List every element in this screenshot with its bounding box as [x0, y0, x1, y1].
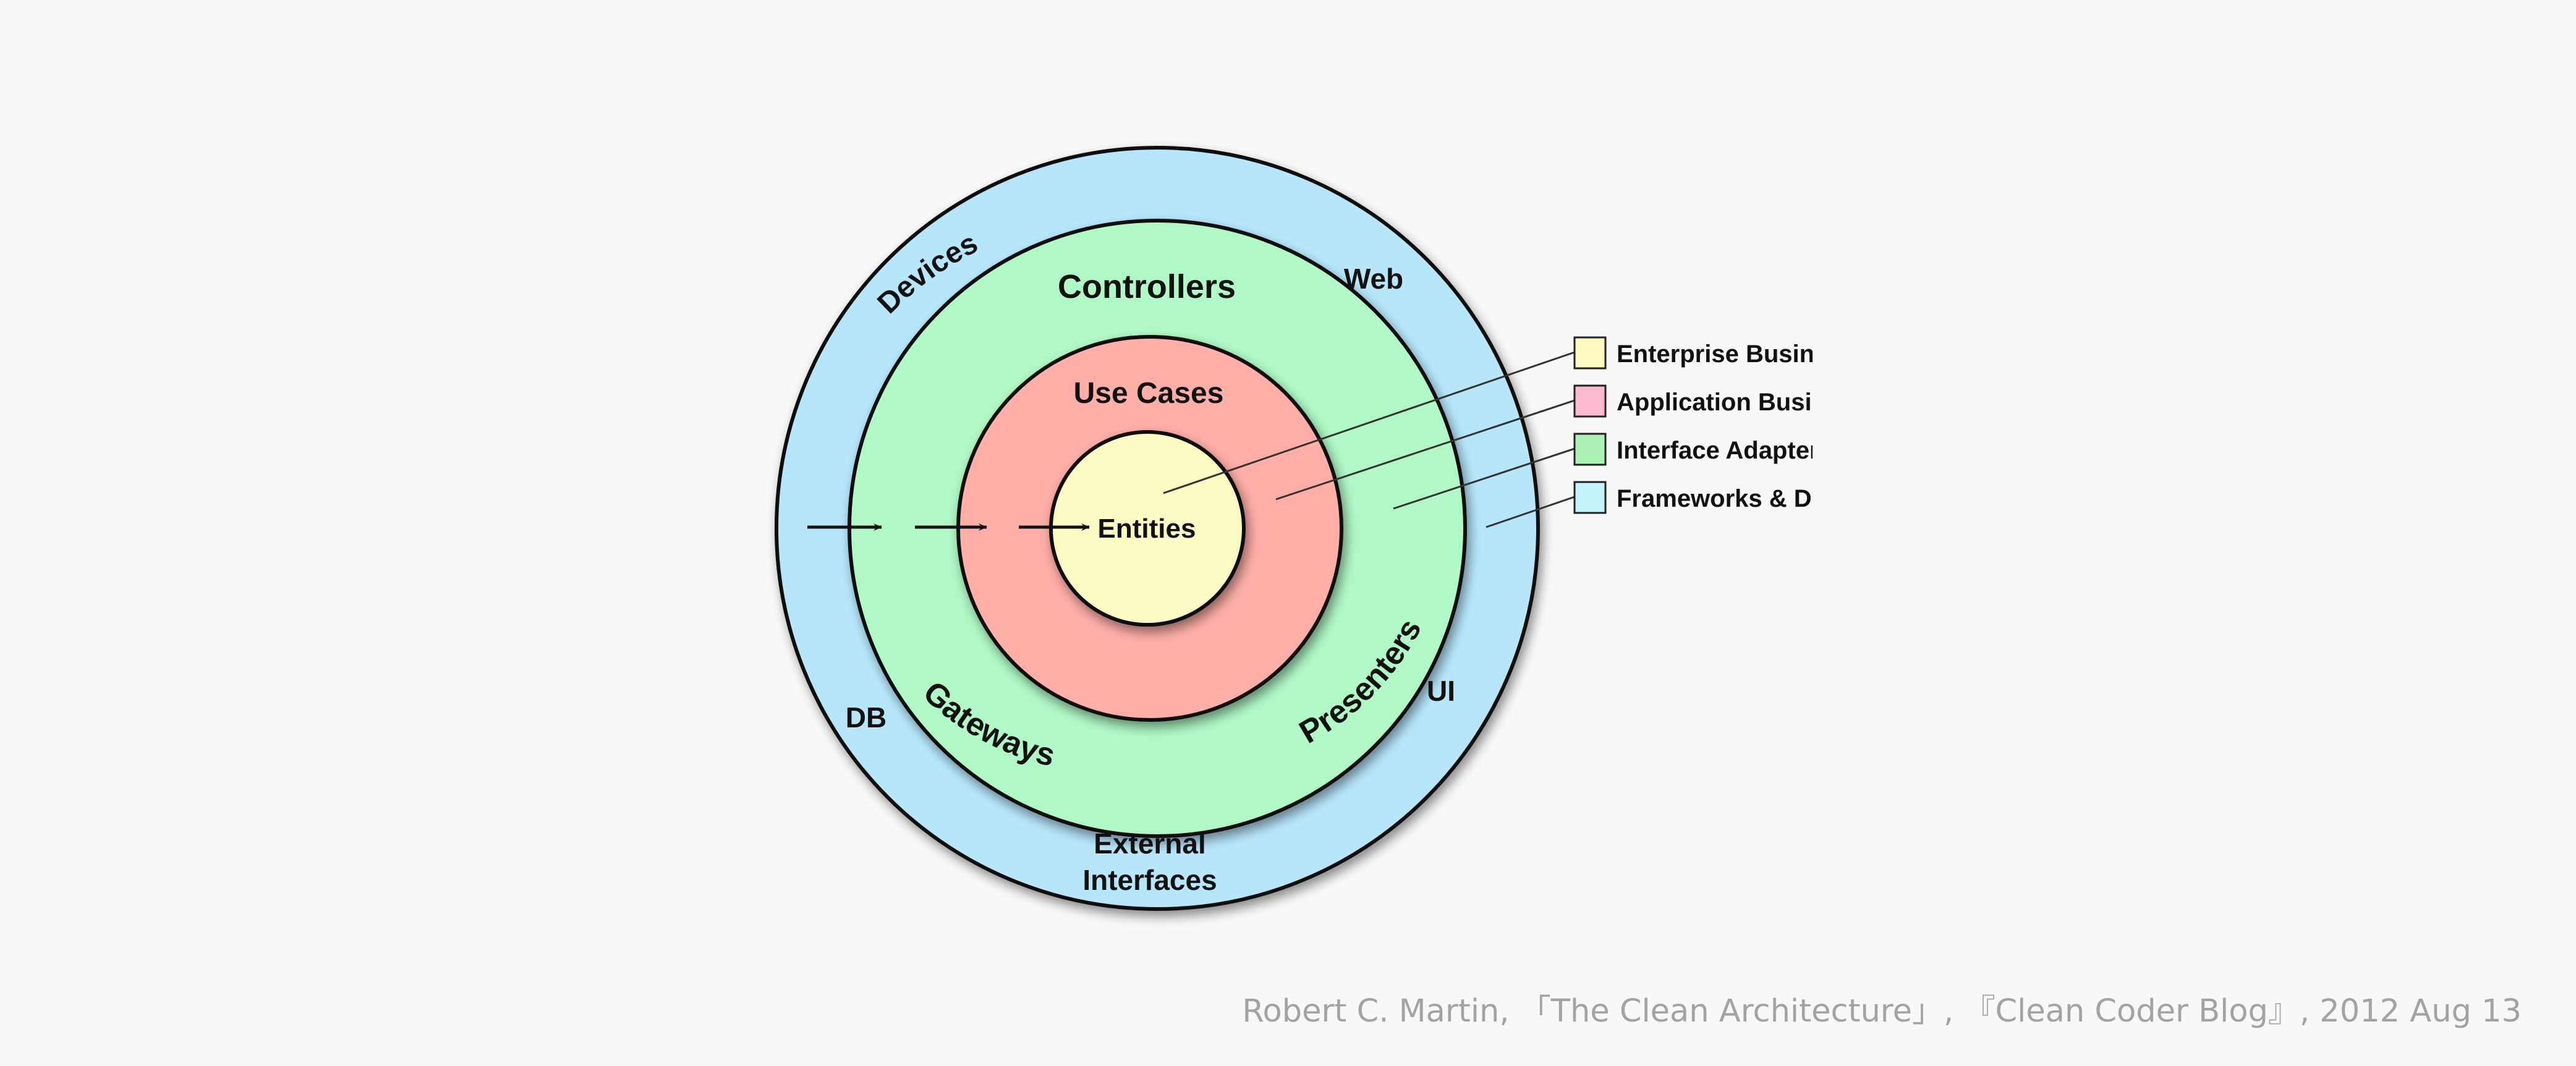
legend-leader-line: [1275, 399, 1575, 501]
legend-leader-line: [1486, 496, 1575, 528]
db-label: DB: [846, 701, 886, 734]
controllers-label: Controllers: [1058, 268, 1236, 305]
web-label: Web: [1344, 263, 1403, 295]
legend-crop-mask: [1813, 321, 1973, 531]
source-caption: Robert C. Martin, 「The Clean Architectur…: [1242, 993, 2522, 1030]
legend-leader-line: [1393, 447, 1575, 510]
legend-leader-line: [1163, 351, 1575, 494]
legend-swatch-frameworks: [1573, 481, 1607, 514]
legend-swatch-enterprise: [1573, 336, 1607, 370]
ui-label: UI: [1427, 675, 1455, 707]
external-interfaces-label-line1: External: [1094, 827, 1206, 860]
legend-label-application: Application Busi: [1617, 389, 1812, 416]
legend-label-enterprise: Enterprise Busin: [1617, 341, 1814, 368]
legend-label-interface: Interface Adapter: [1617, 437, 1819, 464]
legend-label-frameworks: Frameworks & D: [1617, 485, 1812, 512]
external-interfaces-label-line2: Interfaces: [1082, 864, 1217, 896]
legend-swatch-interface: [1573, 433, 1607, 466]
use-cases-label: Use Cases: [1074, 377, 1224, 410]
legend-swatch-application: [1573, 384, 1607, 418]
legend: Enterprise Busin Application Busi Interf…: [1573, 321, 1973, 531]
entities-label: Entities: [1098, 514, 1196, 544]
